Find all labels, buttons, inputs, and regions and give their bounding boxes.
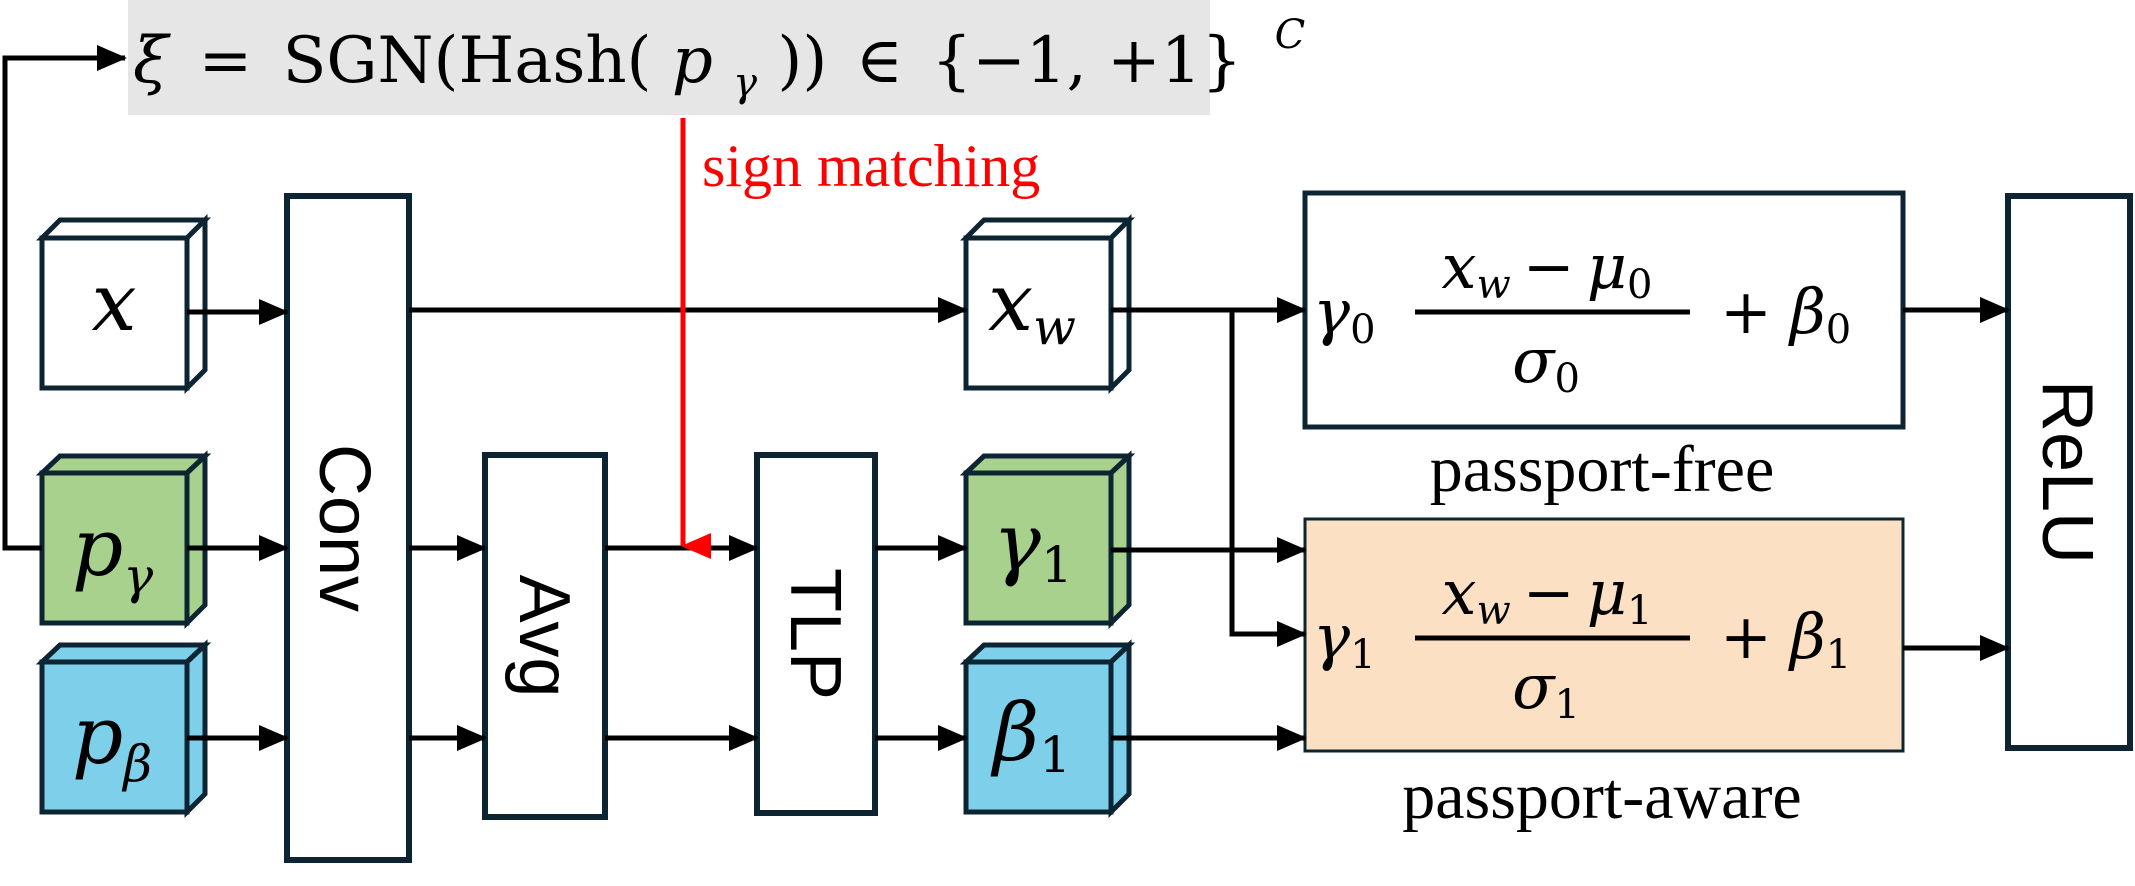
output-gamma1-label: γ1 (993, 496, 1073, 594)
passport-free-box: γ0 xw−μ0 σ0 +β0 (1302, 190, 1906, 430)
conv-block: Conv (284, 193, 412, 863)
input-x-cube: x (35, 213, 212, 395)
passport-free-plus-beta: +β0 (1720, 275, 1851, 353)
arrow-pgamma-to-hash (2, 45, 127, 551)
output-xw-cube: xw (959, 213, 1136, 395)
passport-free-label: passport-free (1430, 433, 1775, 506)
input-x-label: x (91, 256, 136, 349)
input-p-beta-cube: pβ (35, 639, 212, 819)
xi-symbol: ξ (133, 24, 171, 98)
output-beta1-label: β1 (990, 686, 1071, 784)
avg-block: Avg (482, 452, 608, 820)
conv-label: Conv (304, 444, 384, 612)
input-p-gamma-cube: pγ (35, 450, 212, 630)
passport-aware-plus-beta: +β1 (1720, 600, 1851, 678)
relu-block: ReLU (2005, 193, 2133, 751)
output-beta1-cube: β1 (959, 639, 1136, 819)
passport-aware-label: passport-aware (1402, 760, 1801, 833)
hash-formula-background (128, 0, 1210, 115)
output-xw-label: xw (988, 256, 1076, 356)
passport-aware-numerator: xw−μ1 (1442, 556, 1653, 634)
hash-formula: ξ = SGN(Hash( p γ )) ∈ {−1, +1} C (133, 12, 1305, 112)
tlp-label: TLP (775, 568, 855, 700)
relu-label: ReLU (2027, 380, 2107, 564)
connection-arrows (2, 45, 2010, 751)
arrow-xw-to-aware (1229, 310, 1307, 647)
passport-free-gamma: γ0 (1313, 275, 1376, 353)
passport-aware-gamma: γ1 (1313, 600, 1376, 678)
input-p-beta-label: pβ (72, 689, 152, 793)
input-p-gamma-label: pγ (72, 501, 153, 605)
passport-aware-box: γ1 xw−μ1 σ1 +β1 (1303, 517, 1905, 753)
passport-free-denominator: σ0 (1512, 324, 1580, 402)
sign-matching-label: sign matching (702, 133, 1040, 199)
output-gamma1-cube: γ1 (959, 450, 1136, 630)
passport-aware-denominator: σ1 (1512, 650, 1580, 728)
tlp-block: TLP (754, 452, 878, 816)
avg-label: Avg (504, 575, 584, 698)
passport-free-numerator: xw−μ0 (1442, 230, 1653, 308)
